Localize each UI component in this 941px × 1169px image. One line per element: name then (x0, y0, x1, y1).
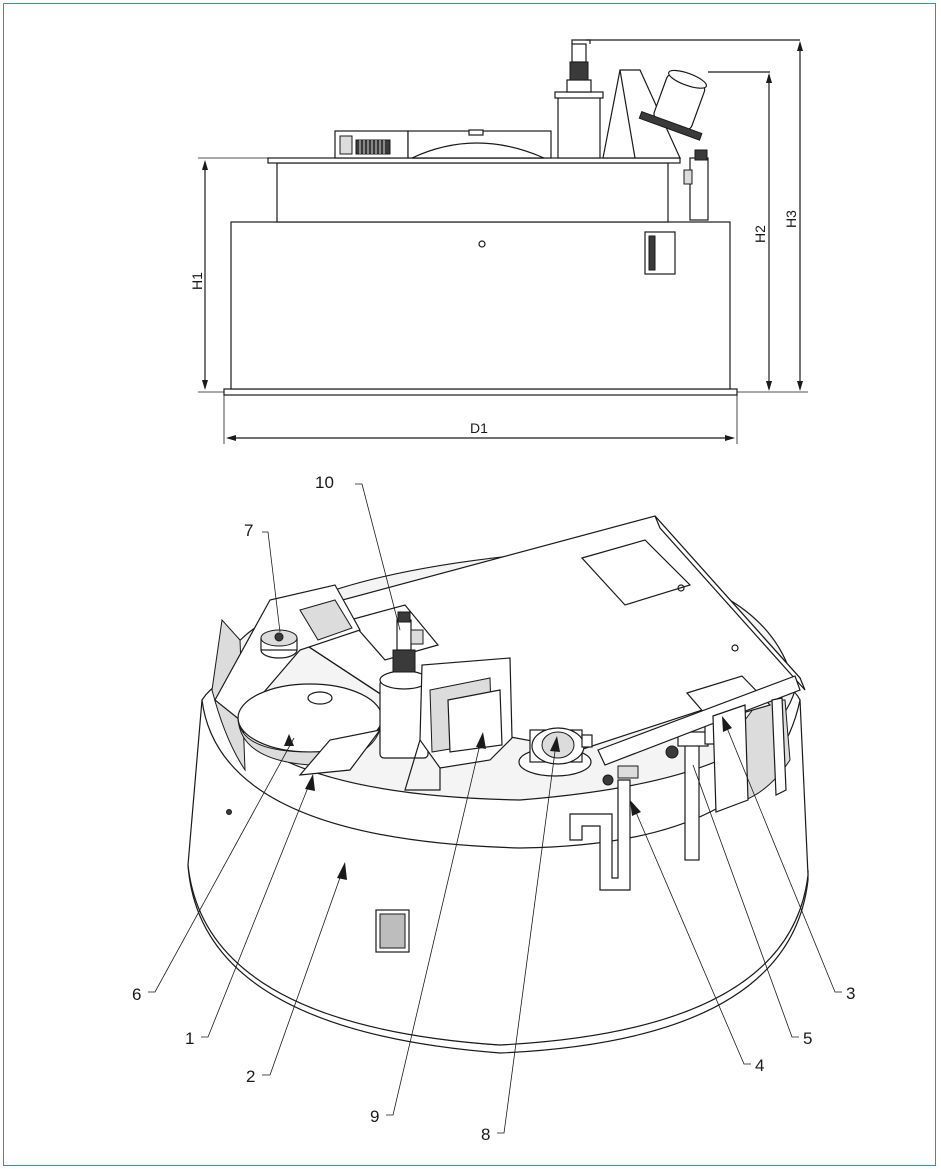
dimension-h2: H2 (737, 73, 776, 393)
item-5-pipe (665, 731, 709, 861)
callout-7: 7 (244, 521, 253, 540)
callout-9: 9 (370, 1107, 379, 1126)
column-unit (557, 94, 601, 159)
item-4-pipe (569, 765, 639, 891)
blower (638, 69, 708, 141)
side-elevation: H1 H2 H3 D1 (189, 39, 808, 444)
dim-label-h1: H1 (189, 272, 205, 290)
upper-tank (276, 162, 669, 223)
dim-label-h2: H2 (752, 225, 768, 243)
callout-2: 2 (246, 1067, 255, 1086)
deck-label-plate-3 (348, 604, 440, 661)
dim-label-d1: D1 (470, 420, 488, 436)
grille (355, 139, 391, 155)
leaders (148, 483, 842, 1134)
dimension-h1: H1 (189, 157, 268, 393)
callout-3: 3 (846, 984, 855, 1003)
callout-10: 10 (315, 473, 334, 492)
base-plate (223, 388, 738, 396)
item-7-fitting (260, 629, 298, 659)
callout-4: 4 (755, 1056, 764, 1075)
isometric-view (148, 483, 842, 1134)
dimension-d1: D1 (223, 395, 738, 444)
deck-label-plate-1 (580, 539, 692, 606)
item-8-blower (518, 727, 593, 777)
lid-plate (267, 157, 681, 164)
dim-label-h3: H3 (783, 210, 799, 228)
callout-6: 6 (132, 985, 141, 1004)
dimension-h3: H3 (776, 41, 808, 393)
vent-hole (478, 240, 486, 248)
callout-8: 8 (481, 1125, 490, 1144)
dome-cover (411, 142, 545, 159)
callout-5: 5 (803, 1029, 812, 1048)
item-9-box (404, 657, 513, 791)
top-pipe (571, 39, 591, 44)
callout-1: 1 (185, 1029, 194, 1048)
drawing-frame (3, 3, 936, 1166)
item-10-column (379, 611, 429, 759)
